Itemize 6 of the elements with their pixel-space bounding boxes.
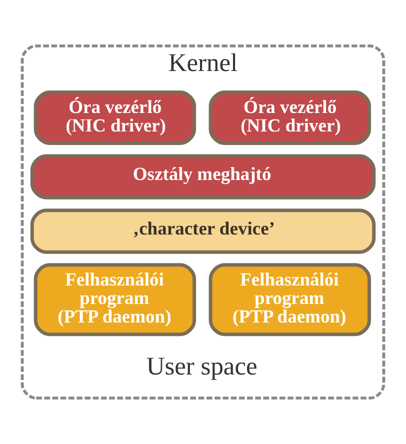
- node-box: Óra vezérlő (NIC driver): [208, 90, 371, 145]
- node-box: Felhasználói program (PTP daemon): [34, 263, 196, 336]
- node-box: Óra vezérlő (NIC driver): [34, 90, 196, 145]
- node-box: Osztály meghajtó: [30, 154, 376, 200]
- node-box: ‚character device’: [30, 208, 376, 254]
- node-box: Felhasználói program (PTP daemon): [208, 263, 371, 336]
